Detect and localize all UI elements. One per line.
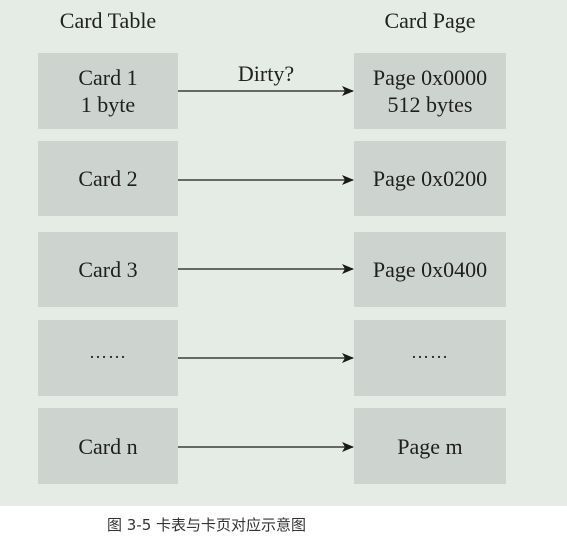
card-1-size: 1 byte [80, 92, 136, 117]
card-3-label: Card 3 [78, 257, 138, 282]
page-ellipsis: …… [411, 341, 449, 362]
diagram-figure: Card Table Card Page Card 1 1 byte Card … [0, 0, 567, 506]
page-0x0400-box: Page 0x0400 [354, 232, 506, 307]
card-n-label: Card n [78, 433, 138, 459]
card-table-header: Card Table [59, 8, 157, 33]
card-ellipsis: …… [89, 341, 127, 362]
arrow-layer [178, 86, 354, 452]
card-1-label: Card 1 [78, 65, 138, 90]
page-0x0400-label: Page 0x0400 [372, 257, 488, 282]
card-2-box: Card 2 [38, 141, 178, 216]
figure-caption: 图 3-5 卡表与卡页对应示意图 [107, 516, 307, 534]
page-ellipsis-box: …… [354, 320, 506, 396]
card-page-header: Card Page [384, 8, 476, 33]
page-0x0000-box: Page 0x0000 512 bytes [354, 53, 506, 129]
page-0x0200-box: Page 0x0200 [354, 141, 506, 216]
card-n-box: Card n [38, 408, 178, 484]
card-3-box: Card 3 [38, 232, 178, 307]
page-0x0200-label: Page 0x0200 [372, 166, 488, 191]
card-2-label: Card 2 [78, 166, 138, 191]
page-m-label: Page m [397, 433, 463, 459]
page-m-box: Page m [354, 408, 506, 484]
page-0x0000-label: Page 0x0000 [372, 65, 488, 90]
page-0x0000-size: 512 bytes [387, 92, 473, 117]
card-ellipsis-box: …… [38, 320, 178, 396]
card-1-box: Card 1 1 byte [38, 53, 178, 129]
dirty-question-label: Dirty? [237, 61, 295, 86]
